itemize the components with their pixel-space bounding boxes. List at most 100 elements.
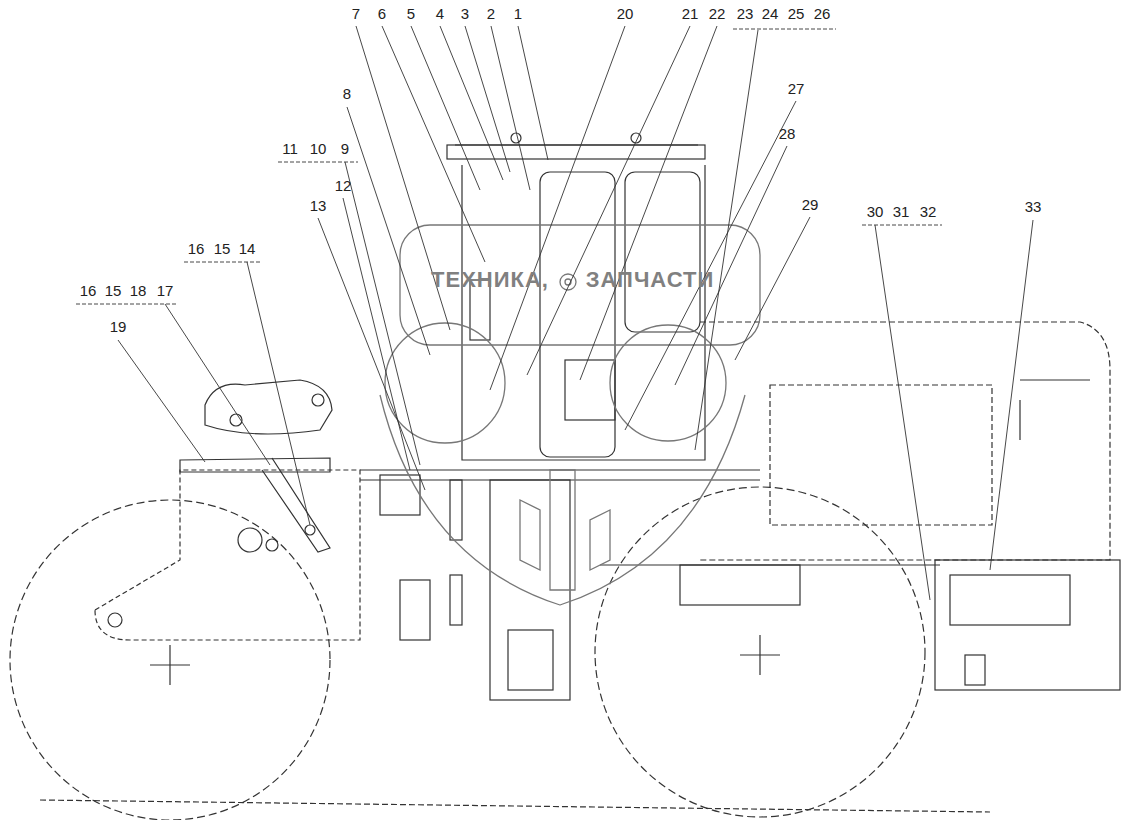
drawing-stroke: [770, 385, 992, 525]
drawing-stroke: [450, 480, 462, 540]
callout-number: 5: [407, 5, 415, 22]
drawing-stroke: [238, 528, 262, 552]
drawing-stroke: [610, 325, 726, 441]
drawing-stroke: [312, 394, 324, 406]
drawing-stroke: [580, 26, 717, 380]
drawing-stroke: [347, 107, 430, 355]
callout-number: 1: [514, 5, 522, 22]
group-underlines: [76, 29, 942, 304]
drawing-stroke: [40, 800, 990, 812]
drawing-stroke: [169, 645, 170, 685]
drawing-stroke: [108, 613, 122, 627]
drawing-stroke: [511, 133, 521, 143]
drawing-stroke: [1020, 380, 1090, 440]
drawing-stroke: [184, 262, 260, 263]
drawing-stroke: [343, 198, 410, 470]
callout-number: 3: [461, 5, 469, 22]
callout-number: 7: [352, 5, 360, 22]
callout-number: 14: [239, 240, 256, 257]
drawing-stroke: [305, 525, 315, 535]
callout-number: 32: [920, 203, 937, 220]
drawing-stroke: [165, 304, 270, 465]
drawing-stroke: [318, 218, 425, 490]
callout-number: 2: [487, 5, 495, 22]
drawing-stroke: [950, 575, 1070, 625]
callout-number: 28: [779, 125, 796, 142]
drawing-stroke: [278, 162, 358, 163]
callout-number: 18: [130, 282, 147, 299]
drawing-stroke: [380, 395, 745, 605]
callout-number: 10: [310, 140, 327, 157]
callout-number: 9: [341, 140, 349, 157]
drawing-stroke: [735, 217, 810, 360]
callout-number: 26: [814, 5, 831, 22]
drawing-stroke: [675, 146, 787, 385]
callout-number: 15: [214, 240, 231, 257]
drawing-stroke: [95, 470, 360, 640]
callout-number: 29: [802, 196, 819, 213]
callout-number: 30: [867, 203, 884, 220]
drawing-stroke: [540, 172, 615, 457]
callout-number: 25: [788, 5, 805, 22]
drawing-stroke: [10, 500, 330, 820]
drawing-stroke: [520, 470, 610, 590]
callout-number: 12: [335, 177, 352, 194]
drawing-stroke: [595, 487, 925, 817]
drawing-stroke: [862, 225, 942, 226]
drawing-stroke: [266, 539, 278, 551]
callout-number: 8: [343, 85, 351, 102]
callout-number: 11: [282, 140, 298, 157]
drawing-stroke: [733, 29, 836, 30]
drawing-stroke: [118, 340, 205, 462]
drawing-stroke: [247, 262, 310, 525]
drawing-stroke: [875, 225, 930, 600]
callout-number: 16: [188, 240, 205, 257]
drawing-stroke: [565, 360, 615, 420]
drawing-stroke: [262, 458, 330, 552]
callout-number: 13: [310, 197, 327, 214]
drawing-stroke: [345, 162, 420, 465]
drawing-stroke: [695, 30, 758, 450]
callout-number: 16: [80, 282, 97, 299]
callout-number: 20: [617, 5, 634, 22]
callout-number: 15: [105, 282, 122, 299]
callout-number: 33: [1025, 198, 1042, 215]
callout-number: 22: [709, 5, 726, 22]
callout-number: 6: [378, 5, 386, 22]
drawing-stroke: [935, 560, 1120, 690]
drawing-stroke: [400, 580, 430, 640]
drawing-stroke: [380, 475, 420, 515]
drawing-stroke: [205, 380, 332, 434]
drawing-stroke: [440, 26, 503, 180]
drawing-stroke: [508, 630, 553, 690]
drawing-stroke: [700, 322, 1110, 560]
callout-number: 4: [436, 5, 444, 22]
watermark-text: ТЕХНИКА,: [431, 268, 549, 292]
drawing-stroke: [411, 26, 480, 190]
machine: [10, 133, 1120, 820]
drawing-stroke: [600, 564, 940, 565]
callout-number: 19: [110, 318, 127, 335]
drawing-stroke: [491, 26, 530, 190]
drawing-stroke: [400, 225, 760, 345]
leader-lines: [76, 26, 1033, 600]
drawing-stroke: [450, 575, 462, 625]
callout-number: 24: [762, 5, 779, 22]
drawing-stroke: [759, 635, 760, 675]
drawing-stroke: [990, 220, 1033, 570]
callout-number: 17: [157, 282, 174, 299]
drawing-stroke: [382, 26, 485, 262]
callout-number: 23: [737, 5, 754, 22]
callout-number: 31: [893, 203, 910, 220]
drawing-stroke: [527, 26, 690, 375]
watermark-text: ЗАПЧАСТИ: [586, 268, 715, 292]
drawing-stroke: [965, 655, 985, 685]
drawing-stroke: [518, 26, 548, 160]
drawing-stroke: [465, 26, 510, 172]
drawing-stroke: [462, 165, 705, 460]
drawing-stroke: [180, 458, 330, 472]
drawing-stroke: [455, 144, 698, 145]
drawing-stroke: [680, 565, 800, 605]
